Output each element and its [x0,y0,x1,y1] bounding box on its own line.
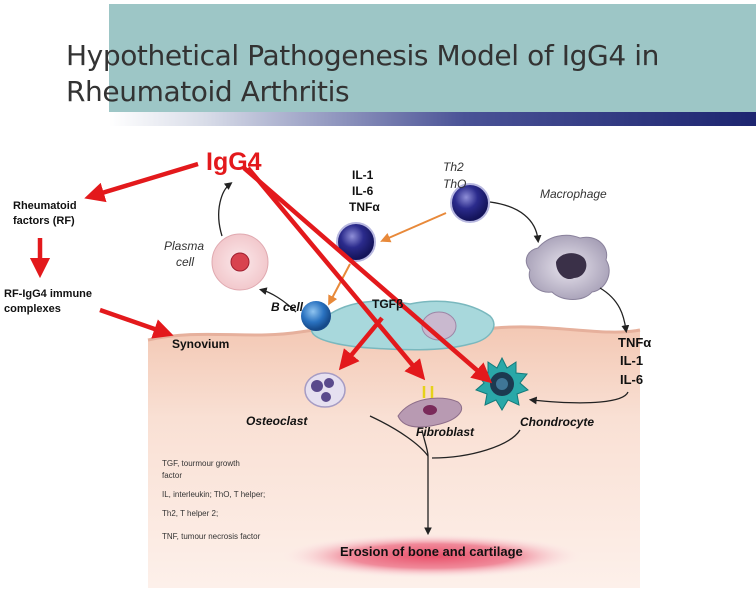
plasma-cell-nucleus [230,252,250,272]
right-il1-label: IL-1 [620,353,643,368]
legend-line-3: IL, interleukin; ThO, T helper; [162,490,265,499]
osteoclast-nucleus [311,380,323,392]
th0-label: ThO [443,177,466,191]
red-arrow-igg4-to-chondrocyte [242,166,493,384]
rfigg4-label-line1: RF-IgG4 immune [4,288,92,300]
red-arrow-igg4-to-fibroblast [246,166,426,381]
macrophage-nucleus [556,253,587,280]
erosion-glow [282,534,582,578]
red-arrow-complexes-to-synovium [99,307,174,339]
rf-label-line2: factors (RF) [13,215,75,227]
th-cell [450,183,490,223]
b-cell-label: B cell [271,300,304,314]
fibroblast-nucleus [423,405,437,415]
red-arrow-igg4-to-rf [84,161,199,203]
arrow-bcell-to-plasma [258,287,297,313]
macrophage-label: Macrophage [540,187,607,201]
rfigg4-label-line2: complexes [4,303,61,315]
right-il6-label: IL-6 [620,372,643,387]
arrow-osteoclast-to-erosion [369,415,429,457]
arrow-plasma-to-igg4 [218,182,233,237]
arrow-fibroblast-to-erosion [421,429,429,457]
orange-arrow-th-to-il [380,212,447,243]
legend-line-4: Th2, T helper 2; [162,509,218,518]
igg4-label: IgG4 [206,148,262,176]
tnfa-label: TNFα [349,200,380,214]
right-tnfa-label: TNFα [618,335,651,350]
fibroblast-label: Fibroblast [416,425,475,439]
th2-label: Th2 [443,160,464,174]
erosion-label: Erosion of bone and cartilage [340,544,523,559]
il1-label: IL-1 [352,168,374,182]
red-arrow-to-osteoclast [338,316,384,371]
title-underline [109,112,756,126]
osteoclast-nucleus [321,392,331,402]
b-cell [301,301,331,331]
osteoclast-label: Osteoclast [246,414,308,428]
pathogenesis-diagram: IgG4 Rheumatoid factors (RF) RF-IgG4 imm… [4,148,651,588]
chondrocyte-label: Chondrocyte [520,415,594,429]
legend-line-1: TGF, tourmour growth [162,459,240,468]
legend-line-5: TNF, tumour necrosis factor [162,532,261,541]
osteoclast-cell [304,372,346,408]
tgfb-label: TGFβ [372,297,403,311]
plasma-cell-label-line1: Plasma [164,239,204,253]
page-title: Hypothetical Pathogenesis Model of IgG4 … [66,39,659,108]
plasma-cell-label-line2: cell [176,255,194,269]
legend-line-2: factor [162,471,182,480]
osteoclast-nucleus [324,378,334,388]
il-producing-cell [336,222,376,262]
rf-label-line1: Rheumatoid [13,200,77,212]
arrow-chondrocyte-to-erosion [431,429,521,459]
arrow-th-to-macrophage [489,201,542,244]
arrow-macrophage-to-cytokines [599,287,630,334]
orange-arrow-il-to-bcell [328,263,351,306]
title-band [109,4,756,112]
synovium-label: Synovium [172,337,229,351]
il6-label: IL-6 [352,184,374,198]
arrow-cytokines-to-chondrocyte [528,391,629,405]
